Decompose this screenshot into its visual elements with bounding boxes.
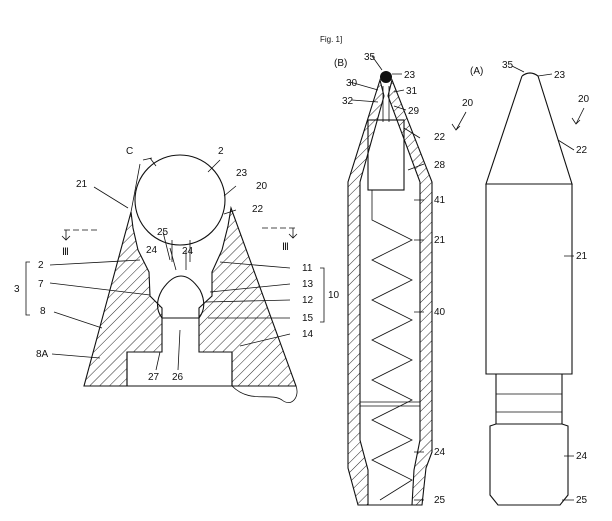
view-b-tip-passage bbox=[382, 86, 390, 122]
label-3: 3 bbox=[14, 284, 20, 295]
view-a-body bbox=[485, 184, 573, 375]
view-a-neck-lines bbox=[496, 393, 562, 413]
label-24-a: 24 bbox=[146, 245, 158, 256]
break-line bbox=[231, 385, 298, 403]
ball bbox=[134, 154, 226, 246]
inner-chamber bbox=[156, 275, 205, 319]
view-a-cone bbox=[485, 75, 573, 185]
label-23: 23 bbox=[236, 168, 248, 179]
view-b-label-28: 28 bbox=[434, 160, 446, 171]
label-21: 21 bbox=[76, 179, 88, 190]
label-14: 14 bbox=[302, 329, 314, 340]
label-11: 11 bbox=[302, 263, 313, 274]
rim-line-left bbox=[130, 163, 141, 213]
label-13: 13 bbox=[302, 279, 314, 290]
label-24-b: 24 bbox=[182, 246, 194, 257]
view-a-neck bbox=[495, 374, 563, 425]
view-b-label-24: 24 bbox=[434, 447, 446, 458]
view-b-label-40: 40 bbox=[434, 307, 446, 318]
view-b-label-25: 25 bbox=[434, 495, 446, 506]
label-7: 7 bbox=[38, 279, 44, 290]
view-b-title: (B) bbox=[334, 58, 347, 69]
label-c: C bbox=[126, 146, 133, 157]
view-b-label-29: 29 bbox=[408, 106, 420, 117]
label-20: 20 bbox=[256, 181, 268, 192]
view-b-label-30: 30 bbox=[346, 78, 358, 89]
label-15: 15 bbox=[302, 313, 314, 324]
view-b-label-21: 21 bbox=[434, 235, 446, 246]
base-cavity bbox=[126, 352, 233, 387]
figure-caption: Fig. 1] bbox=[320, 35, 342, 44]
label-25: 25 bbox=[157, 227, 169, 238]
section-arrow-right bbox=[288, 228, 298, 239]
bracket-3 bbox=[25, 261, 30, 316]
view-b-tip-ball bbox=[380, 71, 392, 83]
label-2-top: 2 bbox=[218, 146, 224, 157]
view-a-label-35: 35 bbox=[502, 60, 514, 71]
view-b-leaders bbox=[349, 55, 425, 501]
view-b-label-35: 35 bbox=[364, 52, 376, 63]
view-b-wall-left bbox=[347, 77, 385, 506]
label-26: 26 bbox=[172, 372, 184, 383]
view-a-label-22: 22 bbox=[576, 145, 588, 156]
label-27: 27 bbox=[148, 372, 160, 383]
view-b-label-23: 23 bbox=[404, 70, 416, 81]
view-a-label-24: 24 bbox=[576, 451, 588, 462]
view-b-label-20: 20 bbox=[462, 98, 474, 109]
view-b-label-22: 22 bbox=[434, 132, 446, 143]
view-b-label-32: 32 bbox=[342, 96, 354, 107]
label-section-right: Ⅲ bbox=[282, 242, 289, 253]
section-arrow-left bbox=[61, 230, 71, 241]
leader-lines bbox=[49, 157, 291, 371]
holder-body-right bbox=[198, 205, 297, 387]
view-b-label-41: 41 bbox=[434, 195, 446, 206]
label-12: 12 bbox=[302, 295, 314, 306]
label-2-side: 2 bbox=[38, 260, 44, 271]
view-a-label-21: 21 bbox=[576, 251, 588, 262]
label-22: 22 bbox=[252, 204, 264, 215]
view-b-label-31: 31 bbox=[406, 86, 418, 97]
view-b-ink-line bbox=[371, 190, 413, 501]
inner-passage bbox=[171, 240, 191, 262]
view-b-section: (B) 35 23 30 31 32 29 20 22 28 41 21 40 … bbox=[334, 52, 474, 506]
label-10: 10 bbox=[328, 290, 340, 301]
view-a-label-20: 20 bbox=[578, 94, 590, 105]
view-a-label-25: 25 bbox=[576, 495, 588, 506]
label-section-left: Ⅲ bbox=[62, 247, 69, 258]
view-a-exterior: (A) 35 23 20 22 21 24 25 bbox=[470, 60, 590, 506]
holder-body-left bbox=[83, 211, 163, 387]
view-b-arrow-20 bbox=[451, 111, 467, 131]
view-a-label-23: 23 bbox=[554, 70, 566, 81]
view-a-title: (A) bbox=[470, 66, 483, 77]
view-a-end bbox=[489, 423, 569, 506]
left-section-view: C 2 21 23 20 22 Ⅲ Ⅲ 25 24 24 3 2 7 8 11 … bbox=[14, 146, 340, 403]
label-8A: 8A bbox=[36, 349, 49, 360]
view-b-joint bbox=[360, 401, 420, 407]
bracket-10 bbox=[320, 267, 325, 323]
label-8: 8 bbox=[40, 306, 46, 317]
view-a-arrow-20 bbox=[571, 107, 585, 125]
view-a-leaders bbox=[511, 65, 575, 501]
view-a-tip bbox=[521, 72, 539, 77]
view-b-inner-holder bbox=[367, 119, 405, 191]
